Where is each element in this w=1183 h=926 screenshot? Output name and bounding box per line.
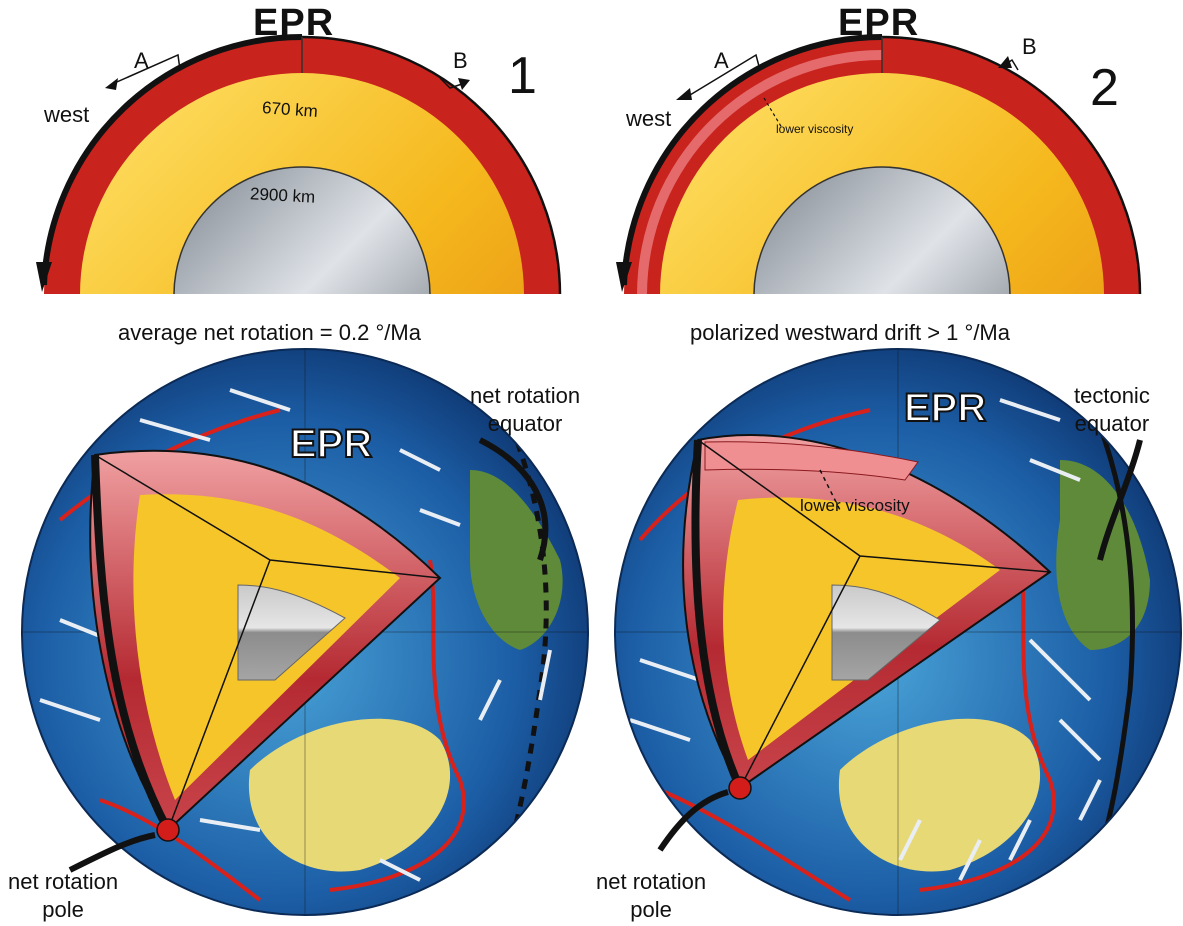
arrow-b bbox=[439, 77, 463, 89]
wedge-edges bbox=[94, 454, 441, 831]
label-a-2: A bbox=[714, 48, 729, 73]
continent-south-america bbox=[470, 470, 563, 650]
viscosity-label-1: lower viscosity bbox=[776, 122, 854, 136]
arrow-a-2 bbox=[689, 53, 761, 96]
net-rotation-equator bbox=[477, 358, 549, 881]
globe-1 bbox=[21, 348, 589, 916]
label-a-1: A bbox=[134, 48, 149, 73]
panel-number-2: 2 bbox=[1090, 59, 1119, 117]
equator-pointer bbox=[478, 437, 549, 561]
caption-2: polarized westward drift > 1 °/Ma bbox=[690, 320, 1010, 345]
arrow-b-head bbox=[458, 78, 470, 90]
pole-pointer bbox=[68, 832, 156, 873]
ridge-label-2: EPR bbox=[838, 2, 920, 44]
wedge-core bbox=[237, 584, 346, 681]
surface-line-east bbox=[301, 35, 562, 294]
surface-motion-arrow bbox=[41, 34, 303, 286]
pole-pointer-2 bbox=[657, 789, 729, 852]
continent-antarctica bbox=[248, 718, 451, 872]
surface-motion-arrow-2 bbox=[621, 34, 883, 286]
wedge-edges-2 bbox=[697, 439, 1051, 789]
ridge-label-1: EPR bbox=[253, 2, 335, 44]
equator-label-2: tectonic equator bbox=[1074, 383, 1150, 436]
ridge-surface-arrow bbox=[91, 454, 172, 832]
net-rotation-pole-marker bbox=[156, 818, 180, 842]
cross-section-2 bbox=[616, 34, 1142, 294]
globe-2 bbox=[614, 348, 1182, 916]
arrowhead-west-2 bbox=[616, 262, 632, 292]
velocity-arrows-2 bbox=[629, 398, 1102, 881]
arrow-a-head bbox=[105, 78, 118, 90]
arrowhead-west bbox=[36, 262, 52, 292]
core-2 bbox=[753, 166, 1011, 294]
ridge-surface-arrow-2 bbox=[691, 439, 744, 790]
depth-upper-label: 670 km bbox=[261, 98, 319, 121]
depth-core-label: 2900 km bbox=[249, 184, 316, 207]
globe-outline bbox=[21, 348, 589, 916]
pole-label-1: net rotation pole bbox=[8, 869, 119, 922]
ridge-label-globe-2: EPR bbox=[903, 385, 987, 431]
net-rotation-pole-marker-2 bbox=[728, 776, 752, 800]
cross-section-1 bbox=[36, 34, 562, 294]
panel-number-1: 1 bbox=[508, 47, 537, 105]
equator-pointer-2 bbox=[1097, 439, 1143, 561]
surface-line-east-2 bbox=[881, 35, 1142, 294]
continent-antarctica-2 bbox=[838, 718, 1041, 872]
west-label-2: west bbox=[626, 106, 672, 131]
arrow-b-head-2 bbox=[998, 56, 1012, 68]
equator-label-1: net rotation equator bbox=[470, 383, 581, 436]
arrow-a bbox=[109, 53, 181, 86]
globe-outline-2 bbox=[614, 348, 1182, 916]
west-label-1: west bbox=[44, 102, 90, 127]
wedge-low-viscosity bbox=[704, 441, 919, 481]
label-b-2: B bbox=[1022, 34, 1037, 59]
core bbox=[173, 166, 431, 294]
viscosity-label-2: lower viscosity bbox=[800, 496, 910, 515]
arrow-a-head-2 bbox=[676, 88, 692, 100]
ridge-label-globe-1: EPR bbox=[289, 421, 373, 467]
pole-label-2: net rotation pole bbox=[596, 869, 707, 922]
caption-1: average net rotation = 0.2 °/Ma bbox=[118, 320, 421, 345]
label-b-1: B bbox=[453, 48, 468, 73]
